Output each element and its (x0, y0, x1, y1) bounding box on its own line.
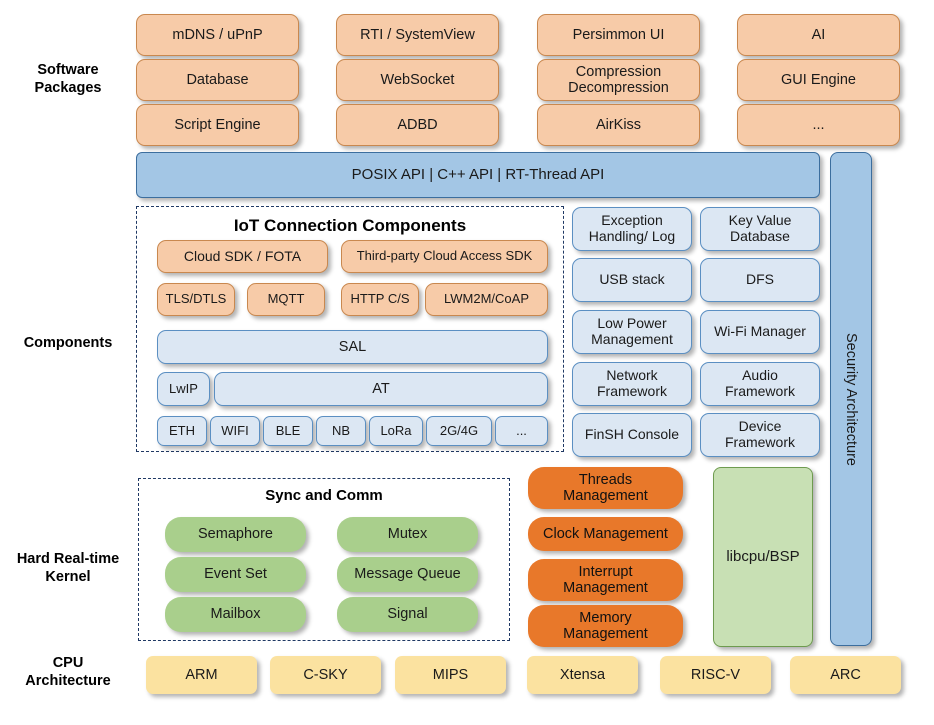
iot-box[interactable]: Third-party Cloud Access SDK (341, 240, 548, 273)
iot-box-phy[interactable]: BLE (263, 416, 313, 446)
kernel-management-box[interactable]: Interrupt Management (528, 559, 683, 601)
component-box[interactable]: USB stack (572, 258, 692, 302)
api-bar[interactable]: POSIX API | C++ API | RT-Thread API (136, 152, 820, 198)
kernel-management-box[interactable]: Clock Management (528, 517, 683, 551)
package-box[interactable]: mDNS / uPnP (136, 14, 299, 56)
kernel-sync-box[interactable]: Semaphore (165, 517, 306, 552)
iot-box[interactable]: MQTT (247, 283, 325, 316)
security-architecture-column[interactable]: Security Architecture (830, 152, 872, 646)
kernel-sync-box[interactable]: Message Queue (337, 557, 478, 592)
row-label-kernel: Hard Real-time Kernel (16, 551, 120, 585)
package-box[interactable]: AI (737, 14, 900, 56)
iot-box[interactable]: LWM2M/CoAP (425, 283, 548, 316)
libcpu-bsp-box[interactable]: libcpu/BSP (713, 467, 813, 647)
kernel-sync-box[interactable]: Signal (337, 597, 478, 632)
package-box[interactable]: WebSocket (336, 59, 499, 101)
row-label-components: Components (23, 335, 113, 351)
package-box[interactable]: AirKiss (537, 104, 700, 146)
component-box[interactable]: Key Value Database (700, 207, 820, 251)
package-box[interactable]: ADBD (336, 104, 499, 146)
security-architecture-label: Security Architecture (843, 332, 860, 466)
component-box[interactable]: Low Power Management (572, 310, 692, 354)
iot-box-phy[interactable]: ETH (157, 416, 207, 446)
kernel-management-box[interactable]: Threads Management (528, 467, 683, 509)
row-label-cpu: CPU Architecture (25, 655, 111, 689)
package-box[interactable]: ... (737, 104, 900, 146)
kernel-sync-box[interactable]: Mutex (337, 517, 478, 552)
iot-box-phy[interactable]: NB (316, 416, 366, 446)
cpu-arch-box[interactable]: RISC-V (660, 656, 771, 694)
package-box[interactable]: Compression Decompression (537, 59, 700, 101)
package-box[interactable]: GUI Engine (737, 59, 900, 101)
component-box[interactable]: Exception Handling/ Log (572, 207, 692, 251)
iot-box-at[interactable]: AT (214, 372, 548, 406)
iot-box-phy[interactable]: ... (495, 416, 548, 446)
component-box[interactable]: Wi-Fi Manager (700, 310, 820, 354)
cpu-arch-box[interactable]: C-SKY (270, 656, 381, 694)
kernel-sync-box[interactable]: Mailbox (165, 597, 306, 632)
iot-box-phy[interactable]: LoRa (369, 416, 423, 446)
sync-and-comm-title: Sync and Comm (265, 487, 383, 504)
iot-box-phy[interactable]: WIFI (210, 416, 260, 446)
iot-connection-title: IoT Connection Components (233, 216, 467, 235)
cpu-arch-box[interactable]: ARC (790, 656, 901, 694)
component-box[interactable]: Network Framework (572, 362, 692, 406)
kernel-management-box[interactable]: Memory Management (528, 605, 683, 647)
row-label-software-packages: Software Packages (34, 62, 102, 96)
cpu-arch-box[interactable]: Xtensa (527, 656, 638, 694)
iot-box[interactable]: TLS/DTLS (157, 283, 235, 316)
package-box[interactable]: Script Engine (136, 104, 299, 146)
package-box[interactable]: RTI / SystemView (336, 14, 499, 56)
cpu-arch-box[interactable]: MIPS (395, 656, 506, 694)
component-box[interactable]: Audio Framework (700, 362, 820, 406)
iot-box-sal[interactable]: SAL (157, 330, 548, 364)
iot-box[interactable]: Cloud SDK / FOTA (157, 240, 328, 273)
component-box[interactable]: Device Framework (700, 413, 820, 457)
cpu-arch-box[interactable]: ARM (146, 656, 257, 694)
iot-box[interactable]: HTTP C/S (341, 283, 419, 316)
component-box[interactable]: FinSH Console (572, 413, 692, 457)
package-box[interactable]: Database (136, 59, 299, 101)
kernel-sync-box[interactable]: Event Set (165, 557, 306, 592)
iot-box-phy[interactable]: 2G/4G (426, 416, 492, 446)
component-box[interactable]: DFS (700, 258, 820, 302)
iot-box-lwip[interactable]: LwIP (157, 372, 210, 406)
package-box[interactable]: Persimmon UI (537, 14, 700, 56)
